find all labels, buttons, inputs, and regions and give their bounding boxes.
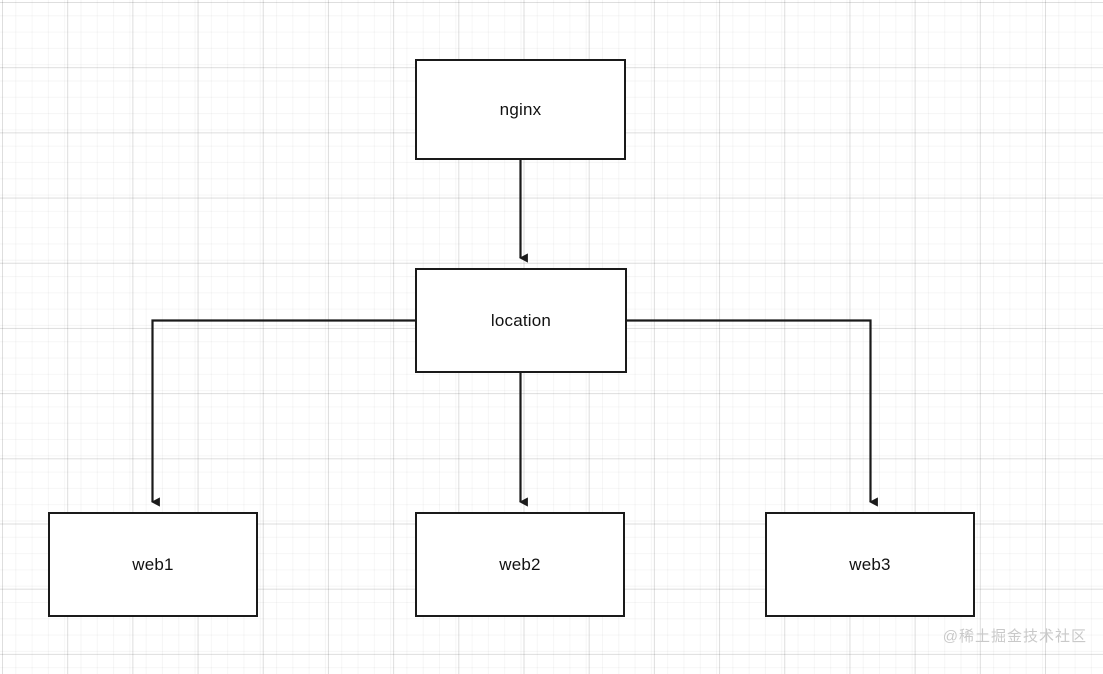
- node-web1-label: web1: [132, 555, 174, 574]
- node-web3[interactable]: web3: [765, 512, 975, 617]
- node-web1[interactable]: web1: [48, 512, 258, 617]
- node-nginx-label: nginx: [499, 100, 542, 119]
- watermark-text: @稀土掘金技术社区: [942, 628, 1087, 645]
- edge-location-to-web3: [627, 319, 878, 507]
- node-web2[interactable]: web2: [415, 512, 625, 617]
- node-location[interactable]: location: [415, 268, 627, 373]
- node-web2-label: web2: [499, 555, 541, 574]
- node-location-label: location: [490, 311, 552, 330]
- node-nginx[interactable]: nginx: [415, 59, 626, 160]
- node-web3-label: web3: [849, 555, 891, 574]
- edge-location-to-web1: [151, 319, 415, 507]
